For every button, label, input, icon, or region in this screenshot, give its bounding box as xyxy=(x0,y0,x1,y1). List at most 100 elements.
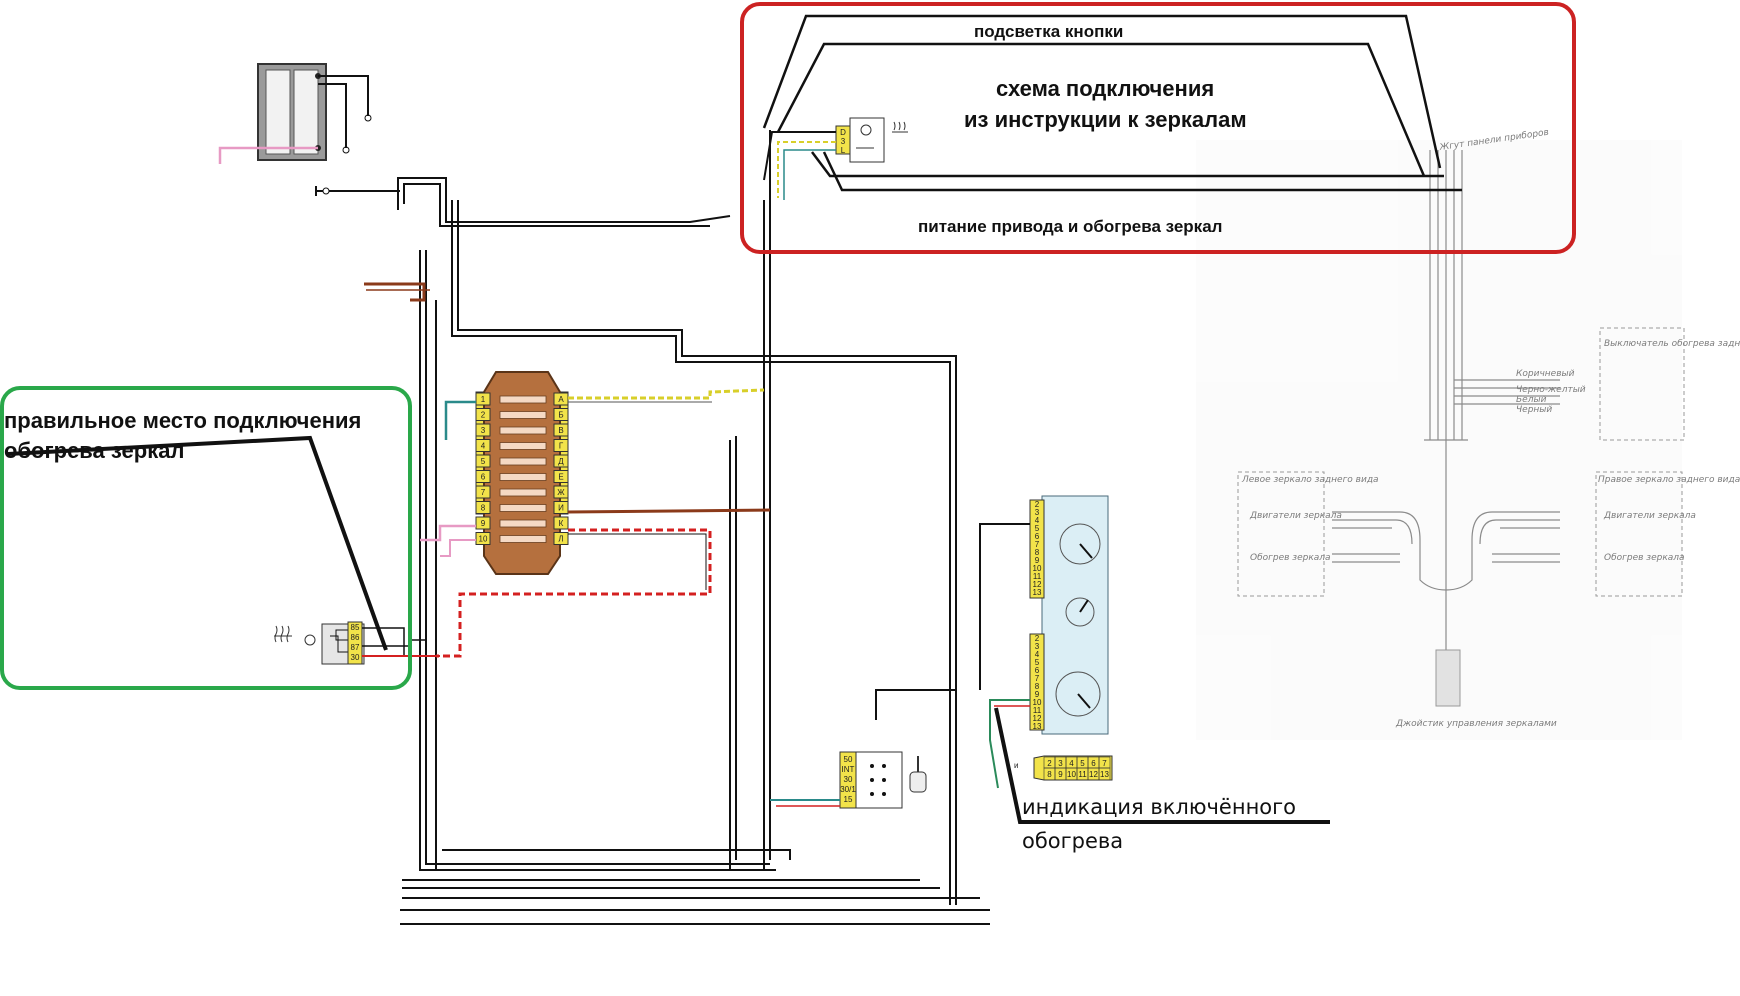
cluster-pin: 11 xyxy=(1033,572,1042,581)
cluster-pin: 7 xyxy=(1035,540,1040,549)
fuse-number: 6 xyxy=(481,473,486,482)
connector-pin: 3 xyxy=(1058,759,1063,768)
wire-black-yellow-label: Черно-желтый xyxy=(1516,385,1586,395)
switch-pin: D xyxy=(840,128,846,137)
cluster-pin: 6 xyxy=(1035,532,1040,541)
connector-pin: 7 xyxy=(1102,759,1107,768)
cluster-pin: 4 xyxy=(1035,650,1040,659)
wire-black-label: Черный xyxy=(1516,405,1552,415)
yellow-switch-wire xyxy=(777,141,836,198)
fuse-element xyxy=(499,426,547,435)
fuse-letter: А xyxy=(558,395,564,404)
right-mirror-label: Правое зеркало заднего вида xyxy=(1598,475,1740,485)
fuse-letter: К xyxy=(559,519,564,528)
fuse-slot xyxy=(475,392,491,406)
fuse-number: 4 xyxy=(481,442,486,451)
switch-heater-icon xyxy=(892,121,908,133)
main-harness xyxy=(397,130,990,925)
relay-pin: 86 xyxy=(351,633,360,642)
wire-white-label: Белый xyxy=(1516,395,1547,405)
cluster-pin: 7 xyxy=(1035,674,1040,683)
connector-pin: 5 xyxy=(1080,759,1085,768)
cluster-pin: 13 xyxy=(1033,588,1042,597)
fuse-letter: Ж xyxy=(557,488,565,497)
cluster-pin: 8 xyxy=(1035,548,1040,557)
cluster-pin: 5 xyxy=(1035,658,1040,667)
teal-wire xyxy=(444,400,476,440)
fuse-letter: Е xyxy=(558,473,563,482)
right-motors-label: Двигатели зеркала xyxy=(1603,511,1696,521)
fuse-number: 7 xyxy=(481,488,486,497)
fuse-number: 10 xyxy=(479,535,488,544)
cluster-pin: 5 xyxy=(1035,524,1040,533)
ignition-pin: 30 xyxy=(844,775,853,784)
fuse-element xyxy=(499,488,547,497)
fuse-slot xyxy=(475,439,491,452)
relay-pin: 30 xyxy=(351,653,360,662)
fuse-letter: Л xyxy=(558,535,563,544)
connector-cell xyxy=(1098,767,1111,781)
fuse-slot xyxy=(475,408,491,421)
connector-pin: 4 xyxy=(1069,759,1074,768)
cluster-pin: 9 xyxy=(1035,690,1040,699)
fuse-slot xyxy=(475,454,491,468)
annotation-button-backlight: подсветка кнопки xyxy=(974,22,1123,41)
annotation-mirror-power: питание привода и обогрева зеркал xyxy=(918,217,1222,236)
cluster-pin: 10 xyxy=(1033,698,1042,707)
red-dashed-wire xyxy=(436,528,712,658)
cluster-pin: 11 xyxy=(1033,706,1042,715)
fuse-element xyxy=(499,457,547,466)
relay-pin: 87 xyxy=(351,643,360,652)
fuse-element xyxy=(499,504,547,512)
cluster-pin: 12 xyxy=(1033,580,1042,589)
fuse-letter: В xyxy=(558,426,563,435)
cluster-pin: 6 xyxy=(1035,666,1040,675)
fuse-element xyxy=(499,411,547,419)
instruction-diagram: Жгут панели приборов Выключатель обогрев… xyxy=(1196,128,1740,740)
connector-pin: 8 xyxy=(1047,770,1052,779)
connector-pin: 11 xyxy=(1078,770,1087,779)
fuse-slot xyxy=(553,516,569,530)
fuse-slot xyxy=(553,485,569,499)
annotation-correct-place-2: обогрева зеркал xyxy=(4,438,184,463)
fuse-slot xyxy=(553,423,569,437)
fuse-number: 5 xyxy=(481,457,486,466)
relay-heater-symbol xyxy=(274,625,292,643)
pointer-line-indication xyxy=(994,707,1330,824)
annotation-instruction-title-2: из инструкции к зеркалам xyxy=(964,107,1247,132)
fuse-slot xyxy=(475,485,491,499)
cluster-pin: 13 xyxy=(1033,722,1042,731)
fuse-letter: И xyxy=(558,504,564,513)
ground-terminal-icon xyxy=(315,186,400,196)
fuse-slot xyxy=(553,470,569,483)
right-heater-label: Обогрев зеркала xyxy=(1604,553,1685,563)
ignition-pin: 50 xyxy=(844,755,853,764)
connector-pin: 2 xyxy=(1047,759,1052,768)
fuse-element xyxy=(499,519,547,528)
connector-pin: 13 xyxy=(1100,770,1109,779)
fuse-element xyxy=(499,442,547,450)
ignition-pin: 30/1 xyxy=(840,785,856,794)
switch-pin: L xyxy=(841,146,846,155)
fuse-slot xyxy=(475,532,491,545)
ignition-pin: INT xyxy=(842,765,855,774)
fuse-slot xyxy=(475,470,491,483)
relay-pin: 85 xyxy=(351,623,360,632)
fuse-slot xyxy=(553,532,569,545)
mirror-switch: D3L xyxy=(835,117,908,163)
brown-wire xyxy=(364,282,426,302)
fuse-slot xyxy=(475,501,491,514)
cluster-feed-wire xyxy=(989,699,1030,789)
rear-window-switch-label: Выключатель обогрева заднего стекла xyxy=(1604,339,1740,349)
fuse-element xyxy=(499,535,547,543)
fuse-number: 1 xyxy=(481,395,486,404)
fuse-number: 2 xyxy=(481,411,486,420)
connector-pin: 12 xyxy=(1089,770,1098,779)
cluster-pin: 3 xyxy=(1035,508,1040,517)
cluster-pin: 3 xyxy=(1035,642,1040,651)
ignition-pin: 15 xyxy=(844,795,853,804)
wire-brown-label: Коричневый xyxy=(1516,369,1575,379)
